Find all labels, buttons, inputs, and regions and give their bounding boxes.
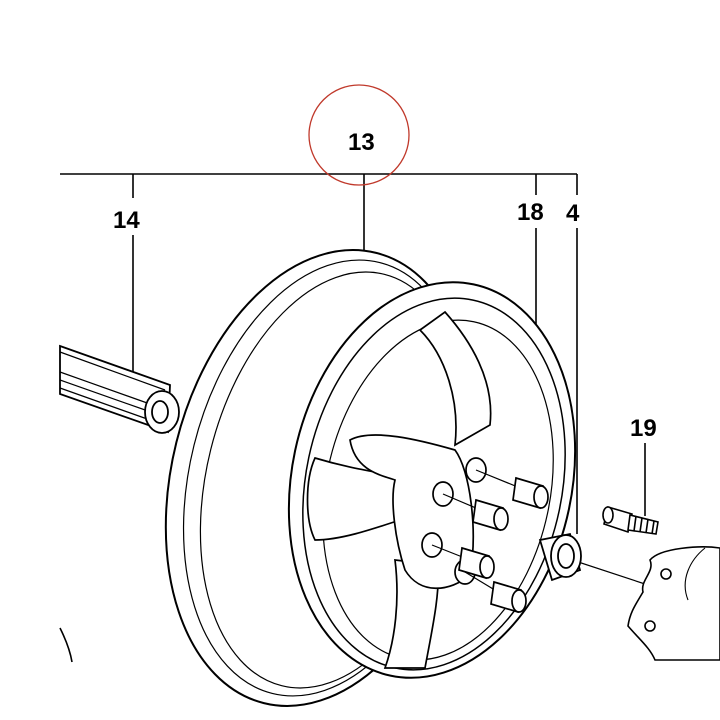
axle bbox=[59, 344, 180, 434]
stud-3 bbox=[458, 546, 495, 580]
wheel-studs bbox=[458, 476, 549, 614]
stud-2 bbox=[472, 498, 509, 532]
wheel-rim bbox=[164, 249, 577, 707]
callout-18: 18 bbox=[517, 199, 544, 226]
highlight-circle bbox=[308, 84, 410, 186]
spoke-left bbox=[306, 456, 406, 541]
wheel-hub bbox=[306, 310, 492, 669]
callout-19: 19 bbox=[630, 415, 657, 442]
brake-disc-fragment bbox=[627, 546, 720, 661]
tire-fragment bbox=[59, 627, 73, 663]
callout-13: 13 bbox=[348, 129, 375, 156]
stud-4 bbox=[490, 580, 527, 614]
valve-stem bbox=[602, 505, 659, 535]
hub-body bbox=[349, 434, 474, 590]
callout-14: 14 bbox=[113, 207, 140, 234]
callout-4: 4 bbox=[566, 200, 580, 227]
axle-bore bbox=[151, 400, 169, 424]
stud-1 bbox=[512, 476, 549, 510]
spoke-upper bbox=[418, 310, 492, 447]
spacer-bearing bbox=[538, 532, 582, 582]
